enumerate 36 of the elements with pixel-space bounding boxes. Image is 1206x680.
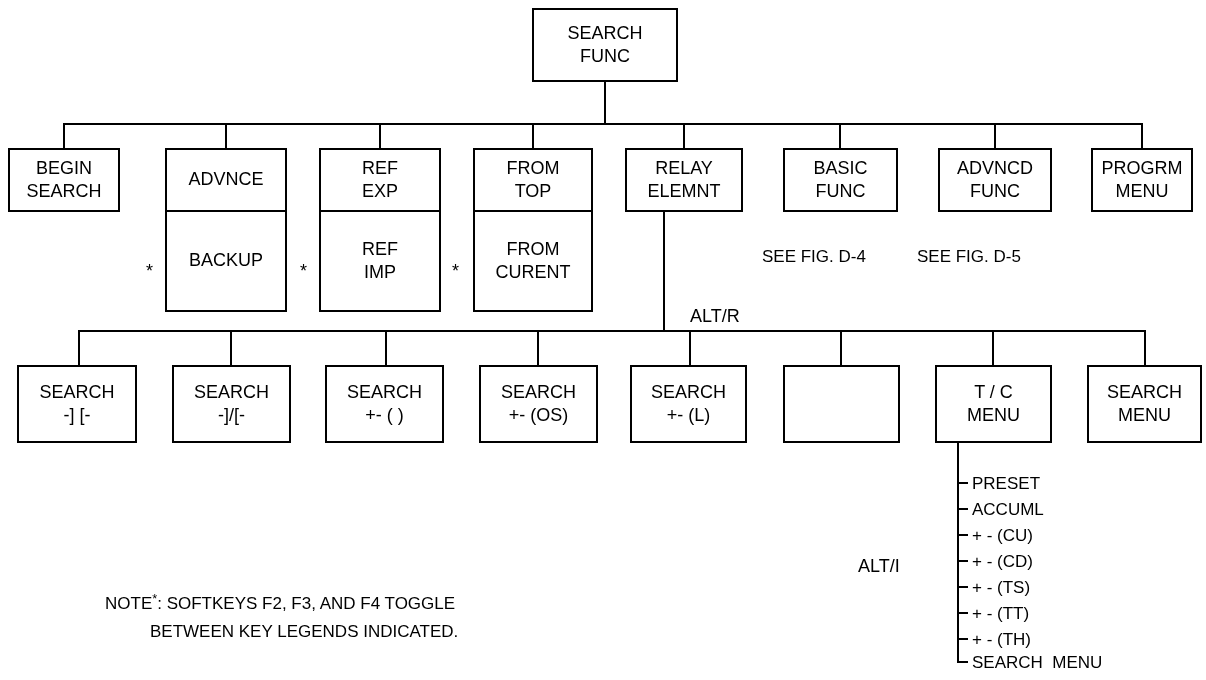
menu-box: T / C MENU [935,365,1052,443]
menu-box: BACKUP [165,210,287,312]
menu-item: + - (CU) [972,524,1033,546]
menu-box: PROGRM MENU [1091,148,1193,212]
menu-item: + - (TS) [972,576,1031,598]
menu-box: REF EXP [319,148,441,212]
menu-item: SEARCH MENU [972,651,1103,673]
asterisk-mark: * [452,260,459,283]
menu-box: ADVNCE [165,148,287,212]
figure-reference: SEE FIG. D-5 [917,246,1021,268]
bus-label: ALT/I [858,555,900,578]
figure-reference: SEE FIG. D-4 [762,246,866,268]
menu-box: BEGIN SEARCH [8,148,120,212]
asterisk-mark: * [146,260,153,283]
menu-box: SEARCH FUNC [532,8,678,82]
menu-box: SEARCH -]/[- [172,365,291,443]
menu-box: SEARCH +- ( ) [325,365,444,443]
bus-label: ALT/R [690,305,740,328]
menu-box: RELAY ELEMNT [625,148,743,212]
menu-box: ADVNCD FUNC [938,148,1052,212]
menu-item: + - (TH) [972,628,1032,650]
menu-box: SEARCH +- (L) [630,365,747,443]
menu-item: + - (TT) [972,602,1030,624]
menu-item: + - (CD) [972,550,1033,572]
menu-item: ACCUML [972,498,1044,520]
footnote: NOTE$^{*}$: SOFTKEYS F2, F3, AND F4 TOGGLE BETWEEN KEY LEGENDS INDICATED. [105,590,460,643]
menu-item: PRESET [972,472,1041,494]
blank-box [783,365,900,443]
menu-box: SEARCH MENU [1087,365,1202,443]
asterisk-mark: * [300,260,307,283]
menu-box: FROM TOP [473,148,593,212]
menu-box: BASIC FUNC [783,148,898,212]
menu-box: SEARCH -] [- [17,365,137,443]
menu-box: FROM CURENT [473,210,593,312]
menu-box: REF IMP [319,210,441,312]
menu-box: SEARCH +- (OS) [479,365,598,443]
